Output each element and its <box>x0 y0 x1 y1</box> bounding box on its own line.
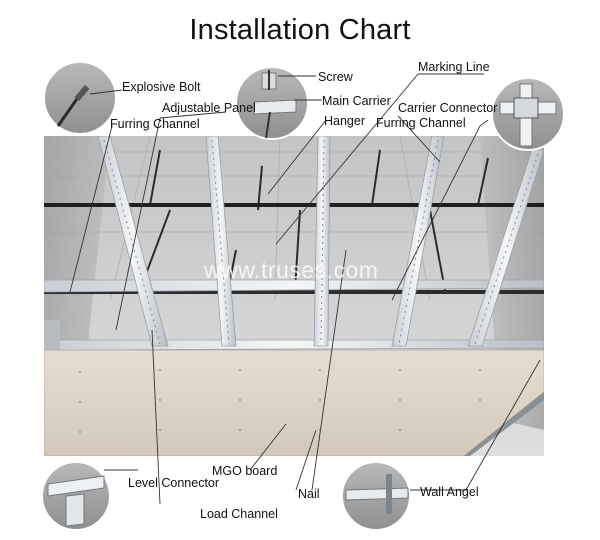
mgo-board-panel <box>44 349 544 456</box>
hanger-rods <box>139 149 489 291</box>
horizontal-furring-channels <box>44 279 544 351</box>
label-screw: Screw <box>318 70 353 84</box>
room-scene <box>44 136 544 456</box>
main-carrier-bar <box>44 203 544 207</box>
leader-lines <box>69 73 541 505</box>
board-nails <box>79 369 481 433</box>
main-carrier-bar-lower <box>44 290 544 294</box>
label-marking-line: Marking Line <box>418 60 490 74</box>
callout-explosive-bolt <box>43 61 117 135</box>
watermark: www.truses.com <box>204 257 379 283</box>
label-nail: Nail <box>298 487 320 501</box>
label-main-carrier: Main Carrier <box>322 94 391 108</box>
channel-perforations <box>103 139 539 345</box>
label-furring-channel-right: Furring Channel <box>376 116 466 130</box>
callout-wall-angle <box>341 461 411 531</box>
label-load-channel: Load Channel <box>200 507 278 521</box>
label-wall-angel: Wall Angel <box>420 485 479 499</box>
label-hanger: Hanger <box>324 114 365 128</box>
label-furring-channel-left: Furring Channel <box>110 117 200 131</box>
chart-title: Installation Chart <box>189 14 411 46</box>
label-level-connector: Level Connector <box>128 476 220 490</box>
label-adjustable-panel: Adjustable Panel <box>162 101 256 115</box>
furring-channels <box>97 136 544 347</box>
label-mgo-board: MGO board <box>212 464 278 478</box>
label-carrier-connector: Carrier Connector <box>398 101 498 115</box>
callout-level-connector <box>41 461 111 531</box>
callout-carrier-connector <box>491 77 565 151</box>
label-explosive-bolt: Explosive Bolt <box>122 80 201 94</box>
callout-hanger-screw <box>235 66 309 140</box>
